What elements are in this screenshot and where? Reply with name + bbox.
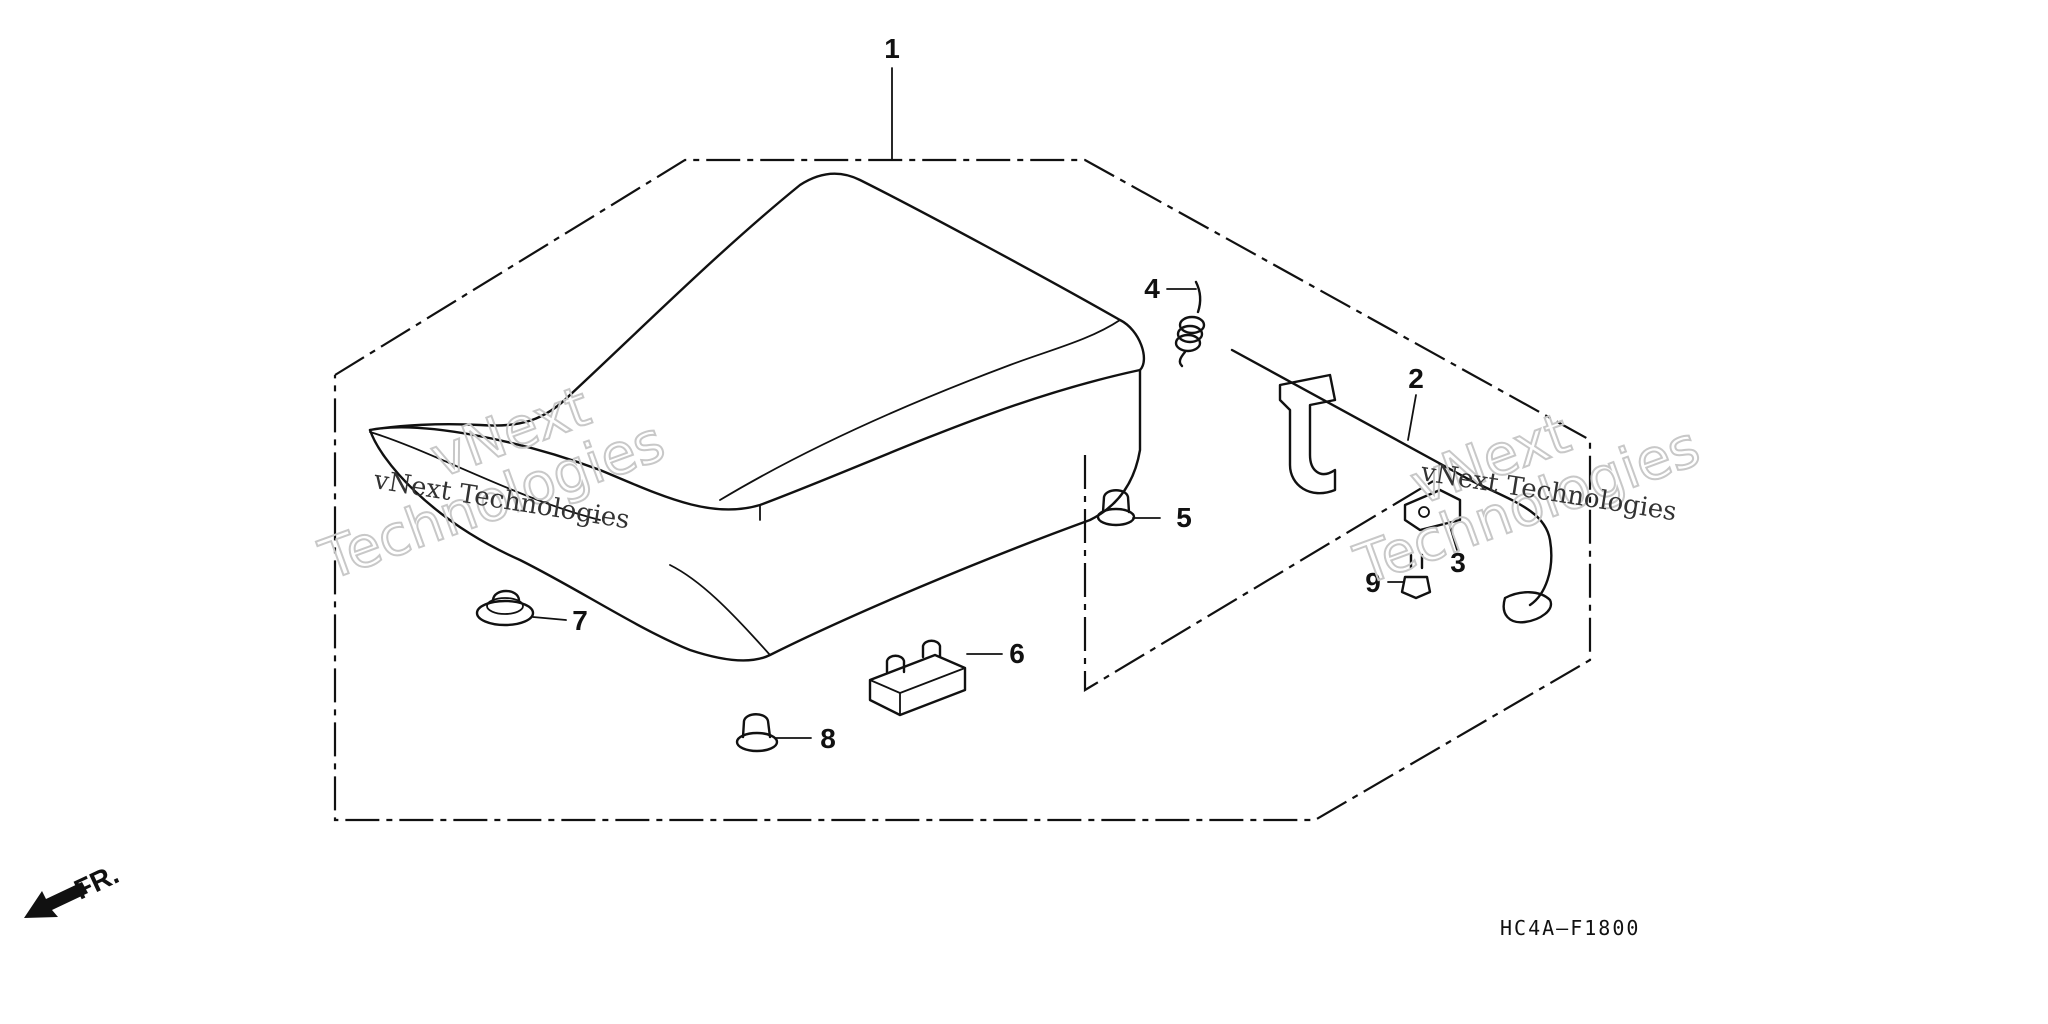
cushion-block-illustration <box>868 639 967 717</box>
seat-illustration <box>368 172 1146 662</box>
rubber-stopper-illustration <box>1096 489 1136 527</box>
callout-3: 3 <box>1450 547 1466 578</box>
lock-rod-illustration <box>1230 348 1553 624</box>
leader-lines <box>532 67 1458 739</box>
seat-grommet-illustration <box>475 589 535 627</box>
callout-6: 6 <box>1009 638 1025 669</box>
watermark-left: vNext Technologies vNext Technologies <box>311 373 674 594</box>
lock-bracket-illustration <box>1403 488 1462 532</box>
callout-7: 7 <box>572 605 588 636</box>
front-arrow-icon <box>24 882 88 918</box>
callout-5: 5 <box>1176 502 1192 533</box>
bolt-illustration <box>1400 553 1432 600</box>
diagram-code: HC4A–F1800 <box>1500 916 1640 940</box>
front-indicator: FR. <box>69 858 123 905</box>
callout-1: 1 <box>884 33 900 64</box>
callout-8: 8 <box>820 723 836 754</box>
callout-4: 4 <box>1144 273 1160 304</box>
callout-9: 9 <box>1365 567 1381 598</box>
assembly-boundary <box>333 158 1592 822</box>
torsion-spring-illustration <box>1174 280 1206 368</box>
callout-2: 2 <box>1408 363 1424 394</box>
rubber-mount-illustration <box>735 713 779 753</box>
